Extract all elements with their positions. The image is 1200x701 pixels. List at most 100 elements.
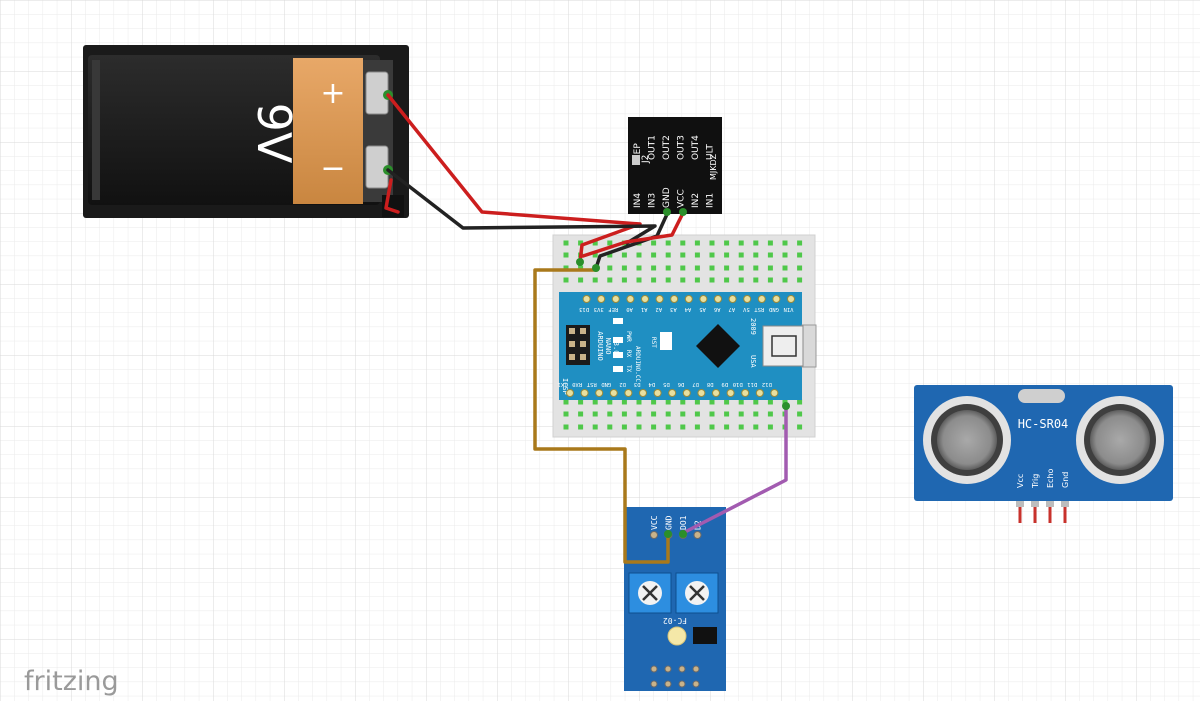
breadboard-hole[interactable] <box>797 411 803 417</box>
breadboard-hole[interactable] <box>694 411 700 417</box>
breadboard-hole[interactable] <box>797 240 803 246</box>
module-pin-vcc[interactable] <box>650 531 658 539</box>
breadboard-hole[interactable] <box>651 240 657 246</box>
wires[interactable] <box>384 93 788 564</box>
breadboard-hole[interactable] <box>753 411 759 417</box>
breadboard-hole[interactable] <box>607 265 613 271</box>
breadboard-hole[interactable] <box>709 399 715 405</box>
breadboard-hole[interactable] <box>592 399 598 405</box>
nano-pin-rst[interactable] <box>757 295 766 303</box>
breadboard-hole[interactable] <box>680 411 686 417</box>
breadboard-hole[interactable] <box>651 252 657 258</box>
breadboard-hole[interactable] <box>636 252 642 258</box>
breadboard-hole[interactable] <box>694 265 700 271</box>
wire-brown[interactable] <box>533 268 670 564</box>
breadboard-hole[interactable] <box>680 277 686 283</box>
nano-pin-tx1[interactable] <box>566 389 574 397</box>
sensor-pin-echo[interactable] <box>1046 501 1054 507</box>
breadboard-hole[interactable] <box>621 252 627 258</box>
breadboard-hole[interactable] <box>563 277 569 283</box>
breadboard-hole[interactable] <box>563 424 569 430</box>
breadboard-hole[interactable] <box>782 252 788 258</box>
nano-pin-d7[interactable] <box>697 389 706 397</box>
breadboard-hole[interactable] <box>724 399 730 405</box>
breadboard-hole[interactable] <box>665 240 671 246</box>
breadboard-hole[interactable] <box>563 411 569 417</box>
breadboard-hole[interactable] <box>563 265 569 271</box>
breadboard-hole[interactable] <box>636 277 642 283</box>
breadboard-hole[interactable] <box>680 252 686 258</box>
nano-pin-d9[interactable] <box>726 389 735 397</box>
breadboard-hole[interactable] <box>753 265 759 271</box>
breadboard-hole[interactable] <box>636 265 642 271</box>
nano-pin-vin[interactable] <box>787 295 795 303</box>
nano-pin-5v[interactable] <box>743 295 752 303</box>
breadboard-hole[interactable] <box>767 265 773 271</box>
breadboard-hole[interactable] <box>782 265 788 271</box>
breadboard-hole[interactable] <box>724 240 730 246</box>
breadboard-hole[interactable] <box>665 252 671 258</box>
usb-port[interactable] <box>762 325 804 367</box>
breadboard-hole[interactable] <box>607 399 613 405</box>
breadboard-hole[interactable] <box>665 399 671 405</box>
nano-pin-d3[interactable] <box>639 389 647 397</box>
breadboard-hole[interactable] <box>621 399 627 405</box>
breadboard-hole[interactable] <box>636 424 642 430</box>
nano-pin-a3[interactable] <box>670 295 679 303</box>
breadboard-hole[interactable] <box>738 277 744 283</box>
wire-red-vcc[interactable] <box>581 211 685 258</box>
nano-pin-rx0[interactable] <box>580 389 589 397</box>
nano-pin-gnd[interactable] <box>609 389 618 397</box>
breadboard-hole[interactable] <box>578 240 584 246</box>
breadboard-hole[interactable] <box>694 399 700 405</box>
breadboard-hole[interactable] <box>738 240 744 246</box>
breadboard-hole[interactable] <box>724 411 730 417</box>
breadboard-hole[interactable] <box>767 277 773 283</box>
nano-pin-d5[interactable] <box>668 389 677 397</box>
breadboard-hole[interactable] <box>651 265 657 271</box>
breadboard-hole[interactable] <box>782 240 788 246</box>
wire-black-gnd[interactable] <box>594 210 670 270</box>
breadboard-hole[interactable] <box>767 240 773 246</box>
breadboard-hole[interactable] <box>607 252 613 258</box>
battery-9v[interactable]: + − 9V <box>83 45 409 218</box>
nano-pin-d10[interactable] <box>741 389 750 397</box>
breadboard-hole[interactable] <box>607 240 613 246</box>
breadboard-hole[interactable] <box>797 277 803 283</box>
nano-pin-a1[interactable] <box>641 295 649 303</box>
breadboard-hole[interactable] <box>592 411 598 417</box>
sensor-pin-vcc[interactable] <box>1016 501 1024 507</box>
breadboard-hole[interactable] <box>753 424 759 430</box>
breadboard-hole[interactable] <box>767 424 773 430</box>
wire-red-battery[interactable] <box>386 93 642 264</box>
nano-pin-d11[interactable] <box>755 389 764 397</box>
sensor-pin-trig[interactable] <box>1031 501 1039 507</box>
breadboard-hole[interactable] <box>636 411 642 417</box>
breadboard-hole[interactable] <box>767 399 773 405</box>
breadboard-hole[interactable] <box>680 240 686 246</box>
module-pin-d2[interactable] <box>693 531 702 539</box>
breadboard-hole[interactable] <box>797 399 803 405</box>
breadboard-hole[interactable] <box>592 277 598 283</box>
breadboard-hole[interactable] <box>709 240 715 246</box>
breadboard-hole[interactable] <box>621 277 627 283</box>
nano-pin-d8[interactable] <box>712 389 720 397</box>
breadboard-hole[interactable] <box>651 277 657 283</box>
breadboard-hole[interactable] <box>563 240 569 246</box>
breadboard-hole[interactable] <box>680 399 686 405</box>
breadboard-hole[interactable] <box>782 277 788 283</box>
breadboard-hole[interactable] <box>738 424 744 430</box>
breadboard-hole[interactable] <box>607 277 613 283</box>
nano-pin-d4[interactable] <box>653 389 662 397</box>
breadboard-hole[interactable] <box>665 277 671 283</box>
breadboard-hole[interactable] <box>578 424 584 430</box>
nano-pin-3v3[interactable] <box>597 295 606 303</box>
breadboard-hole[interactable] <box>694 252 700 258</box>
arduino-nano[interactable]: ARDUINO NANO V3.0 ICSP PWR RX TX RST ARD… <box>558 292 817 400</box>
breadboard-hole[interactable] <box>578 399 584 405</box>
breadboard-hole[interactable] <box>578 277 584 283</box>
breadboard-hole[interactable] <box>636 399 642 405</box>
reset-button[interactable] <box>660 332 672 350</box>
breadboard-hole[interactable] <box>621 424 627 430</box>
